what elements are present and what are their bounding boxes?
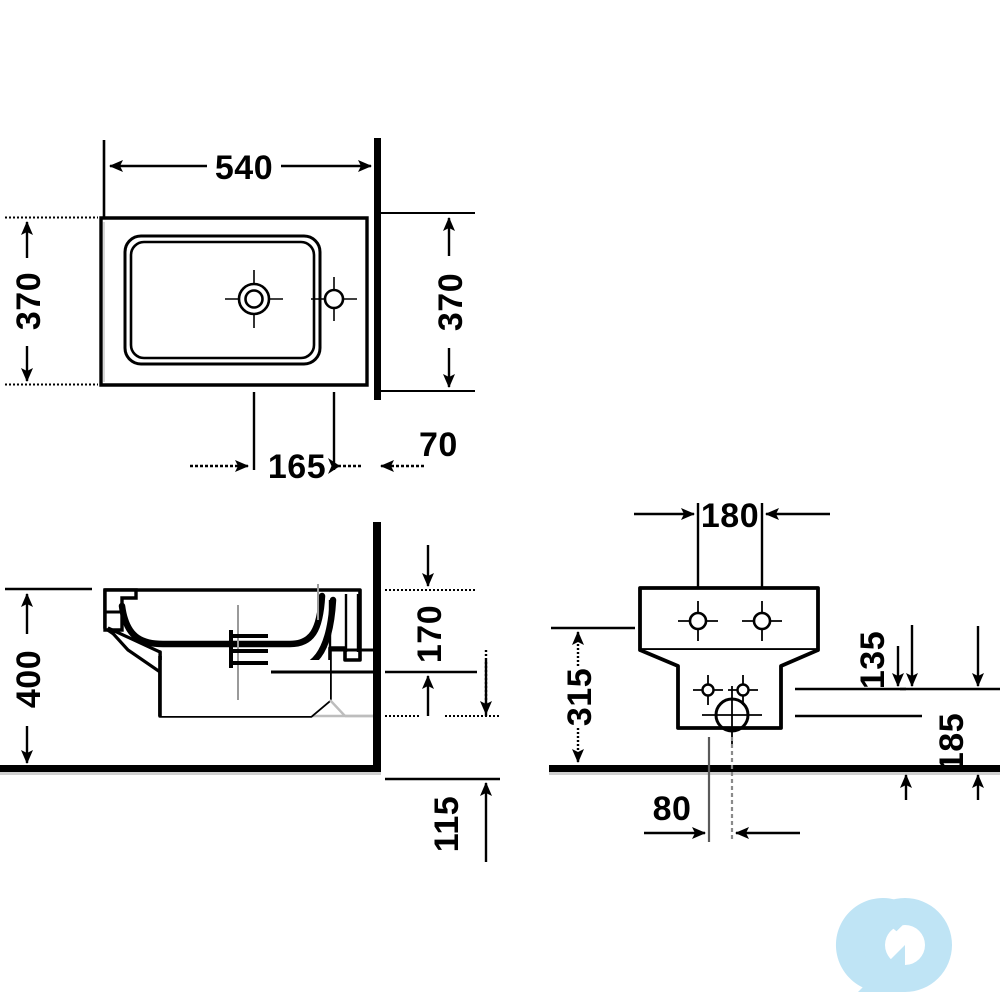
front-small-hole-left — [693, 675, 723, 705]
dimension-135-label: 135 — [854, 631, 892, 689]
plan-view: 540 370 370 — [5, 138, 475, 486]
dimension-135: 135 — [795, 631, 922, 718]
plan-overflow-hole — [311, 277, 357, 321]
dimension-170-label: 170 — [411, 605, 449, 663]
front-floor-shadow — [549, 772, 1000, 775]
front-elevation-view: 180 315 135 — [549, 497, 1000, 842]
dimension-540-label: 540 — [215, 149, 273, 187]
dimension-170: 170 — [385, 545, 477, 717]
front-floor-line — [549, 765, 1000, 772]
dimension-370-right: 370 — [381, 212, 475, 392]
dimension-400-label: 400 — [10, 650, 48, 708]
dimension-315: 315 — [551, 626, 635, 763]
dimension-80: 80 — [644, 737, 800, 842]
front-fixing-hole-right — [742, 601, 782, 641]
dimension-165-label: 165 — [268, 448, 326, 486]
dimension-180: 180 — [634, 497, 830, 588]
side-wall-line — [373, 522, 381, 770]
dimension-400: 400 — [5, 587, 92, 764]
dimension-115: 115 — [385, 650, 500, 862]
dimension-370-left-label: 370 — [10, 272, 48, 330]
front-waste-outlet — [702, 686, 762, 744]
dimension-185-label: 185 — [933, 713, 971, 771]
side-skirt-fill — [160, 660, 330, 716]
dimension-70-label: 70 — [419, 426, 458, 464]
front-small-hole-right — [728, 675, 758, 705]
dimension-185: 185 — [900, 625, 1000, 800]
dimension-70: 70 — [380, 426, 458, 472]
dimension-315-label: 315 — [561, 668, 599, 726]
dimension-540: 540 — [102, 138, 379, 218]
dimension-370-left: 370 — [5, 216, 98, 386]
plan-drain-hole — [225, 270, 283, 328]
dimension-115-label: 115 — [428, 796, 466, 852]
side-floor-shadow — [0, 772, 381, 775]
dimension-180-label: 180 — [701, 497, 759, 535]
front-upper-block — [638, 586, 820, 652]
plan-bowl-rim-inner — [129, 240, 316, 360]
dimension-80-label: 80 — [653, 790, 692, 828]
side-elevation-view: 400 170 115 — [0, 522, 500, 862]
front-pedestal-outline — [639, 648, 819, 730]
front-fixing-hole-left — [678, 601, 718, 641]
plan-wall-line — [374, 138, 381, 400]
dimension-370-right-label: 370 — [432, 273, 470, 331]
cd-logo-watermark — [835, 897, 952, 992]
side-waste-detail — [229, 605, 268, 700]
side-floor-line — [0, 765, 381, 772]
side-bowl-inner-profile — [118, 592, 326, 648]
side-wall-bracket-detail — [271, 584, 373, 718]
dimension-165: 165 — [190, 392, 362, 486]
